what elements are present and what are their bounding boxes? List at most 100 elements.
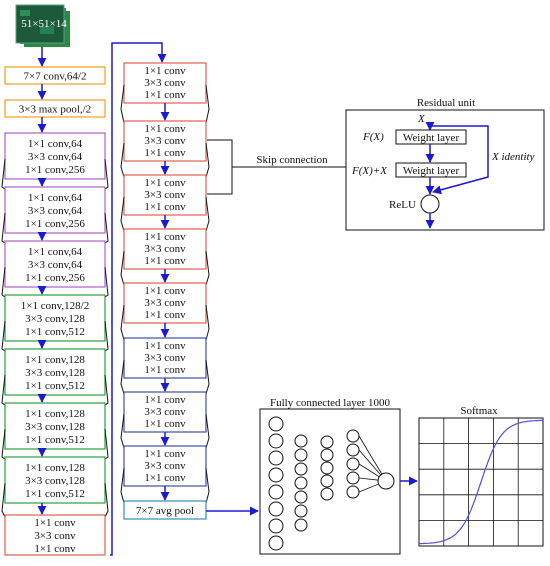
fc-node xyxy=(294,518,308,532)
fc-node xyxy=(346,429,360,443)
softmax-curve xyxy=(418,419,544,545)
fc-node xyxy=(268,484,284,500)
fx-label: F(X) xyxy=(362,131,384,143)
left-block-5-line-2: 3×3 conv,64 xyxy=(28,259,83,271)
softmax-plot: Softmax xyxy=(418,405,544,547)
fc-node xyxy=(268,535,284,551)
weight-layer-1 xyxy=(395,129,467,145)
left-block-10-line-3: 1×1 conv xyxy=(34,543,76,555)
fc-node xyxy=(294,448,308,462)
right-block-6-line-3: 1×1 conv xyxy=(144,364,186,376)
fc-node xyxy=(320,435,334,449)
right-block-3-line-2: 3×3 conv xyxy=(144,189,186,201)
input-label: 51×51×14 xyxy=(21,18,67,30)
left-block-1-line-1: 7×7 conv,64/2 xyxy=(24,71,87,83)
skip-connection: Skip connection xyxy=(207,139,346,195)
skip-connection-label: Skip connection xyxy=(256,154,328,166)
left-block-7-line-3: 1×1 conv,512 xyxy=(25,380,85,392)
fc-node xyxy=(268,416,284,432)
left-block-4-line-2: 3×3 conv,64 xyxy=(28,205,83,217)
right-block-8-line-2: 3×3 conv xyxy=(144,460,186,472)
flow-arrows xyxy=(37,47,170,515)
left-block-6-line-1: 1×1 conv,128/2 xyxy=(21,300,89,312)
right-block-2-line-3: 1×1 conv xyxy=(144,147,186,159)
fc-node xyxy=(294,462,308,476)
left-block-7-line-1: 1×1 conv,128 xyxy=(25,354,85,366)
right-block-5-line-2: 3×3 conv xyxy=(144,297,186,309)
right-block-7-line-3: 1×1 conv xyxy=(144,418,186,430)
fc-node xyxy=(320,474,334,488)
fully-connected-layer: Fully connected layer 1000 xyxy=(259,397,401,555)
avg-pool-label: 7×7 avg pool xyxy=(136,505,194,517)
right-block-7-line-2: 3×3 conv xyxy=(144,406,186,418)
residual-unit: Residual unit X Weight layer F(X) Weight… xyxy=(345,97,545,231)
right-block-8-line-1: 1×1 conv xyxy=(144,448,186,460)
residual-title: Residual unit xyxy=(417,97,475,109)
fc-node xyxy=(294,504,308,518)
relu-node xyxy=(420,194,440,214)
right-block-6-line-2: 3×3 conv xyxy=(144,352,186,364)
fc-node xyxy=(268,501,284,517)
right-block-8-line-3: 1×1 conv xyxy=(144,472,186,484)
left-block-3-line-2: 3×3 conv,64 xyxy=(28,151,83,163)
left-column: 7×7 conv,64/23×3 max pool,/21×1 conv,643… xyxy=(1,66,109,556)
left-block-10-line-2: 3×3 conv xyxy=(34,530,76,542)
fc-node xyxy=(320,448,334,462)
left-block-6-line-2: 3×3 conv,128 xyxy=(25,313,85,325)
left-block-9-line-1: 1×1 conv,128 xyxy=(25,462,85,474)
fc-output-node xyxy=(377,472,395,490)
right-block-2-line-2: 3×3 conv xyxy=(144,135,186,147)
fc-node xyxy=(294,490,308,504)
right-block-5-line-1: 1×1 conv xyxy=(144,285,186,297)
right-block-4-line-3: 1×1 conv xyxy=(144,255,186,267)
input-image: 51×51×14 xyxy=(15,4,70,47)
fc-node xyxy=(320,461,334,475)
fc-node xyxy=(268,433,284,449)
left-block-9-line-2: 3×3 conv,128 xyxy=(25,475,85,487)
fc-node xyxy=(268,467,284,483)
right-block-6-line-1: 1×1 conv xyxy=(144,340,186,352)
left-block-6-line-3: 1×1 conv,512 xyxy=(25,326,85,338)
right-block-4-line-1: 1×1 conv xyxy=(144,231,186,243)
fx-plus-x-label: F(X)+X xyxy=(351,165,388,177)
avg-pool-box xyxy=(123,500,207,520)
left-block-4: 1×1 conv,643×3 conv,641×1 conv,256 xyxy=(1,186,109,244)
fc-title: Fully connected layer 1000 xyxy=(270,397,391,409)
svg-text:Weight layer: Weight layer xyxy=(403,132,460,144)
fc-node xyxy=(268,518,284,534)
fc-node xyxy=(346,471,360,485)
left-block-2: 3×3 max pool,/2 xyxy=(4,99,106,118)
fc-node xyxy=(268,450,284,466)
left-block-7-line-2: 3×3 conv,128 xyxy=(25,367,85,379)
left-block-9-line-3: 1×1 conv,512 xyxy=(25,488,85,500)
softmax-title: Softmax xyxy=(460,405,498,417)
left-block-1: 7×7 conv,64/2 xyxy=(4,66,106,85)
left-block-2-line-1: 3×3 max pool,/2 xyxy=(19,104,92,116)
fc-node xyxy=(346,457,360,471)
weight-layer-2 xyxy=(395,162,467,178)
right-block-1-line-2: 3×3 conv xyxy=(144,77,186,89)
residual-x-label: X xyxy=(417,113,426,125)
right-block-3-line-1: 1×1 conv xyxy=(144,177,186,189)
svg-text:Weight layer: Weight layer xyxy=(403,165,460,177)
left-block-5-line-1: 1×1 conv,64 xyxy=(28,246,83,258)
left-block-3-line-1: 1×1 conv,64 xyxy=(28,138,83,150)
relu-label: ReLU xyxy=(389,199,416,211)
left-block-5: 1×1 conv,643×3 conv,641×1 conv,256 xyxy=(1,240,109,298)
left-block-8-line-3: 1×1 conv,512 xyxy=(25,434,85,446)
right-block-2-line-1: 1×1 conv xyxy=(144,123,186,135)
fc-node xyxy=(346,485,360,499)
left-block-3-line-3: 1×1 conv,256 xyxy=(25,164,85,176)
right-block-4-line-2: 3×3 conv xyxy=(144,243,186,255)
fc-node xyxy=(294,434,308,448)
